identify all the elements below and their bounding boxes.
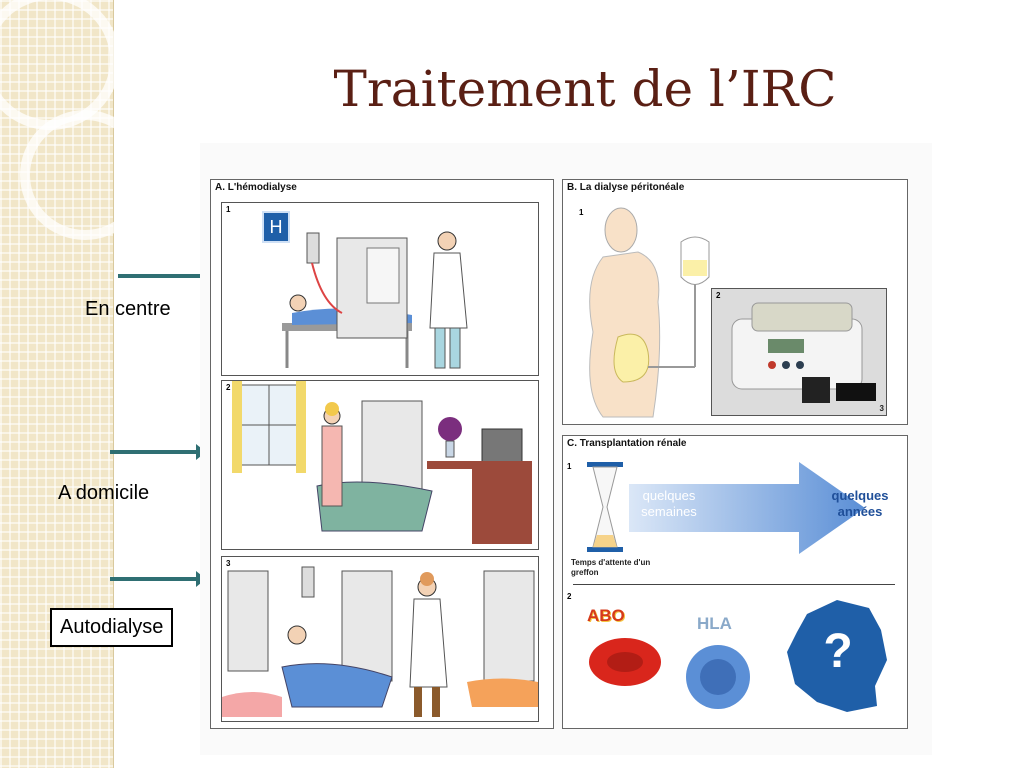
hemodialysis-center-illustration: 1 H <box>221 202 539 376</box>
treatment-figure: A. L'hémodialyse 1 H 2 <box>200 143 932 755</box>
label-a-domicile: A domicile <box>58 482 150 504</box>
question-mark-icon: ? <box>823 625 853 678</box>
label-autodialyse: Autodialyse <box>50 608 174 647</box>
cycler-machine <box>731 302 876 403</box>
home-dialysis-scene <box>232 381 532 544</box>
hourglass-icon <box>587 462 623 552</box>
arrow-text-weeks: quelques semaines <box>641 488 697 519</box>
panel-peritoneal-title: B. La dialyse péritonéale <box>567 182 685 193</box>
autodialysis-scene <box>222 566 538 717</box>
france-map-icon <box>787 600 887 712</box>
hospital-sign: H <box>262 211 290 243</box>
hemodialysis-home-illustration: 2 <box>221 380 539 550</box>
waiting-time-arrow <box>629 462 865 554</box>
sub-number: 2 <box>226 383 231 392</box>
arrow-en-centre <box>118 268 212 284</box>
white-blood-cell-icon <box>686 645 750 709</box>
red-blood-cell-icon <box>589 638 661 686</box>
sub-number: 2 <box>716 291 721 300</box>
panel-hemodialysis: A. L'hémodialyse 1 H 2 <box>210 179 554 729</box>
autodialysis-illustration: 3 <box>221 556 539 722</box>
panel-hemodialysis-title: A. L'hémodialyse <box>215 182 297 193</box>
divider-line <box>573 584 895 585</box>
peritoneal-body-scene <box>589 207 710 418</box>
sub-number: 1 <box>226 205 231 214</box>
sub-number: 3 <box>226 559 231 568</box>
hemodialysis-scene <box>282 231 468 369</box>
arrow-a-domicile <box>110 444 206 460</box>
sub-number: 1 <box>579 208 584 217</box>
panel-peritoneal-dialysis: B. La dialyse péritonéale 1 2 3 <box>562 179 908 425</box>
sub-number: 3 <box>879 404 884 413</box>
label-en-centre: En centre <box>85 298 171 320</box>
sub-number: 1 <box>567 462 572 471</box>
panel-transplant-title: C. Transplantation rénale <box>567 438 687 449</box>
arrow-text-years: quelques années <box>831 488 889 519</box>
abo-label: ABO <box>587 606 625 625</box>
panel-transplantation: C. Transplantation rénale 1 Temps d'atte… <box>562 435 908 729</box>
arrow-autodialyse <box>110 571 206 587</box>
hourglass-caption: Temps d'attente d'un greffon <box>571 558 651 577</box>
decorative-ring <box>20 110 150 240</box>
sub-number: 2 <box>567 592 572 601</box>
hla-label: HLA <box>697 614 732 633</box>
peritoneal-machine-photo: 2 3 <box>711 288 887 416</box>
slide-title: Traitement de l’IRC <box>333 60 837 118</box>
